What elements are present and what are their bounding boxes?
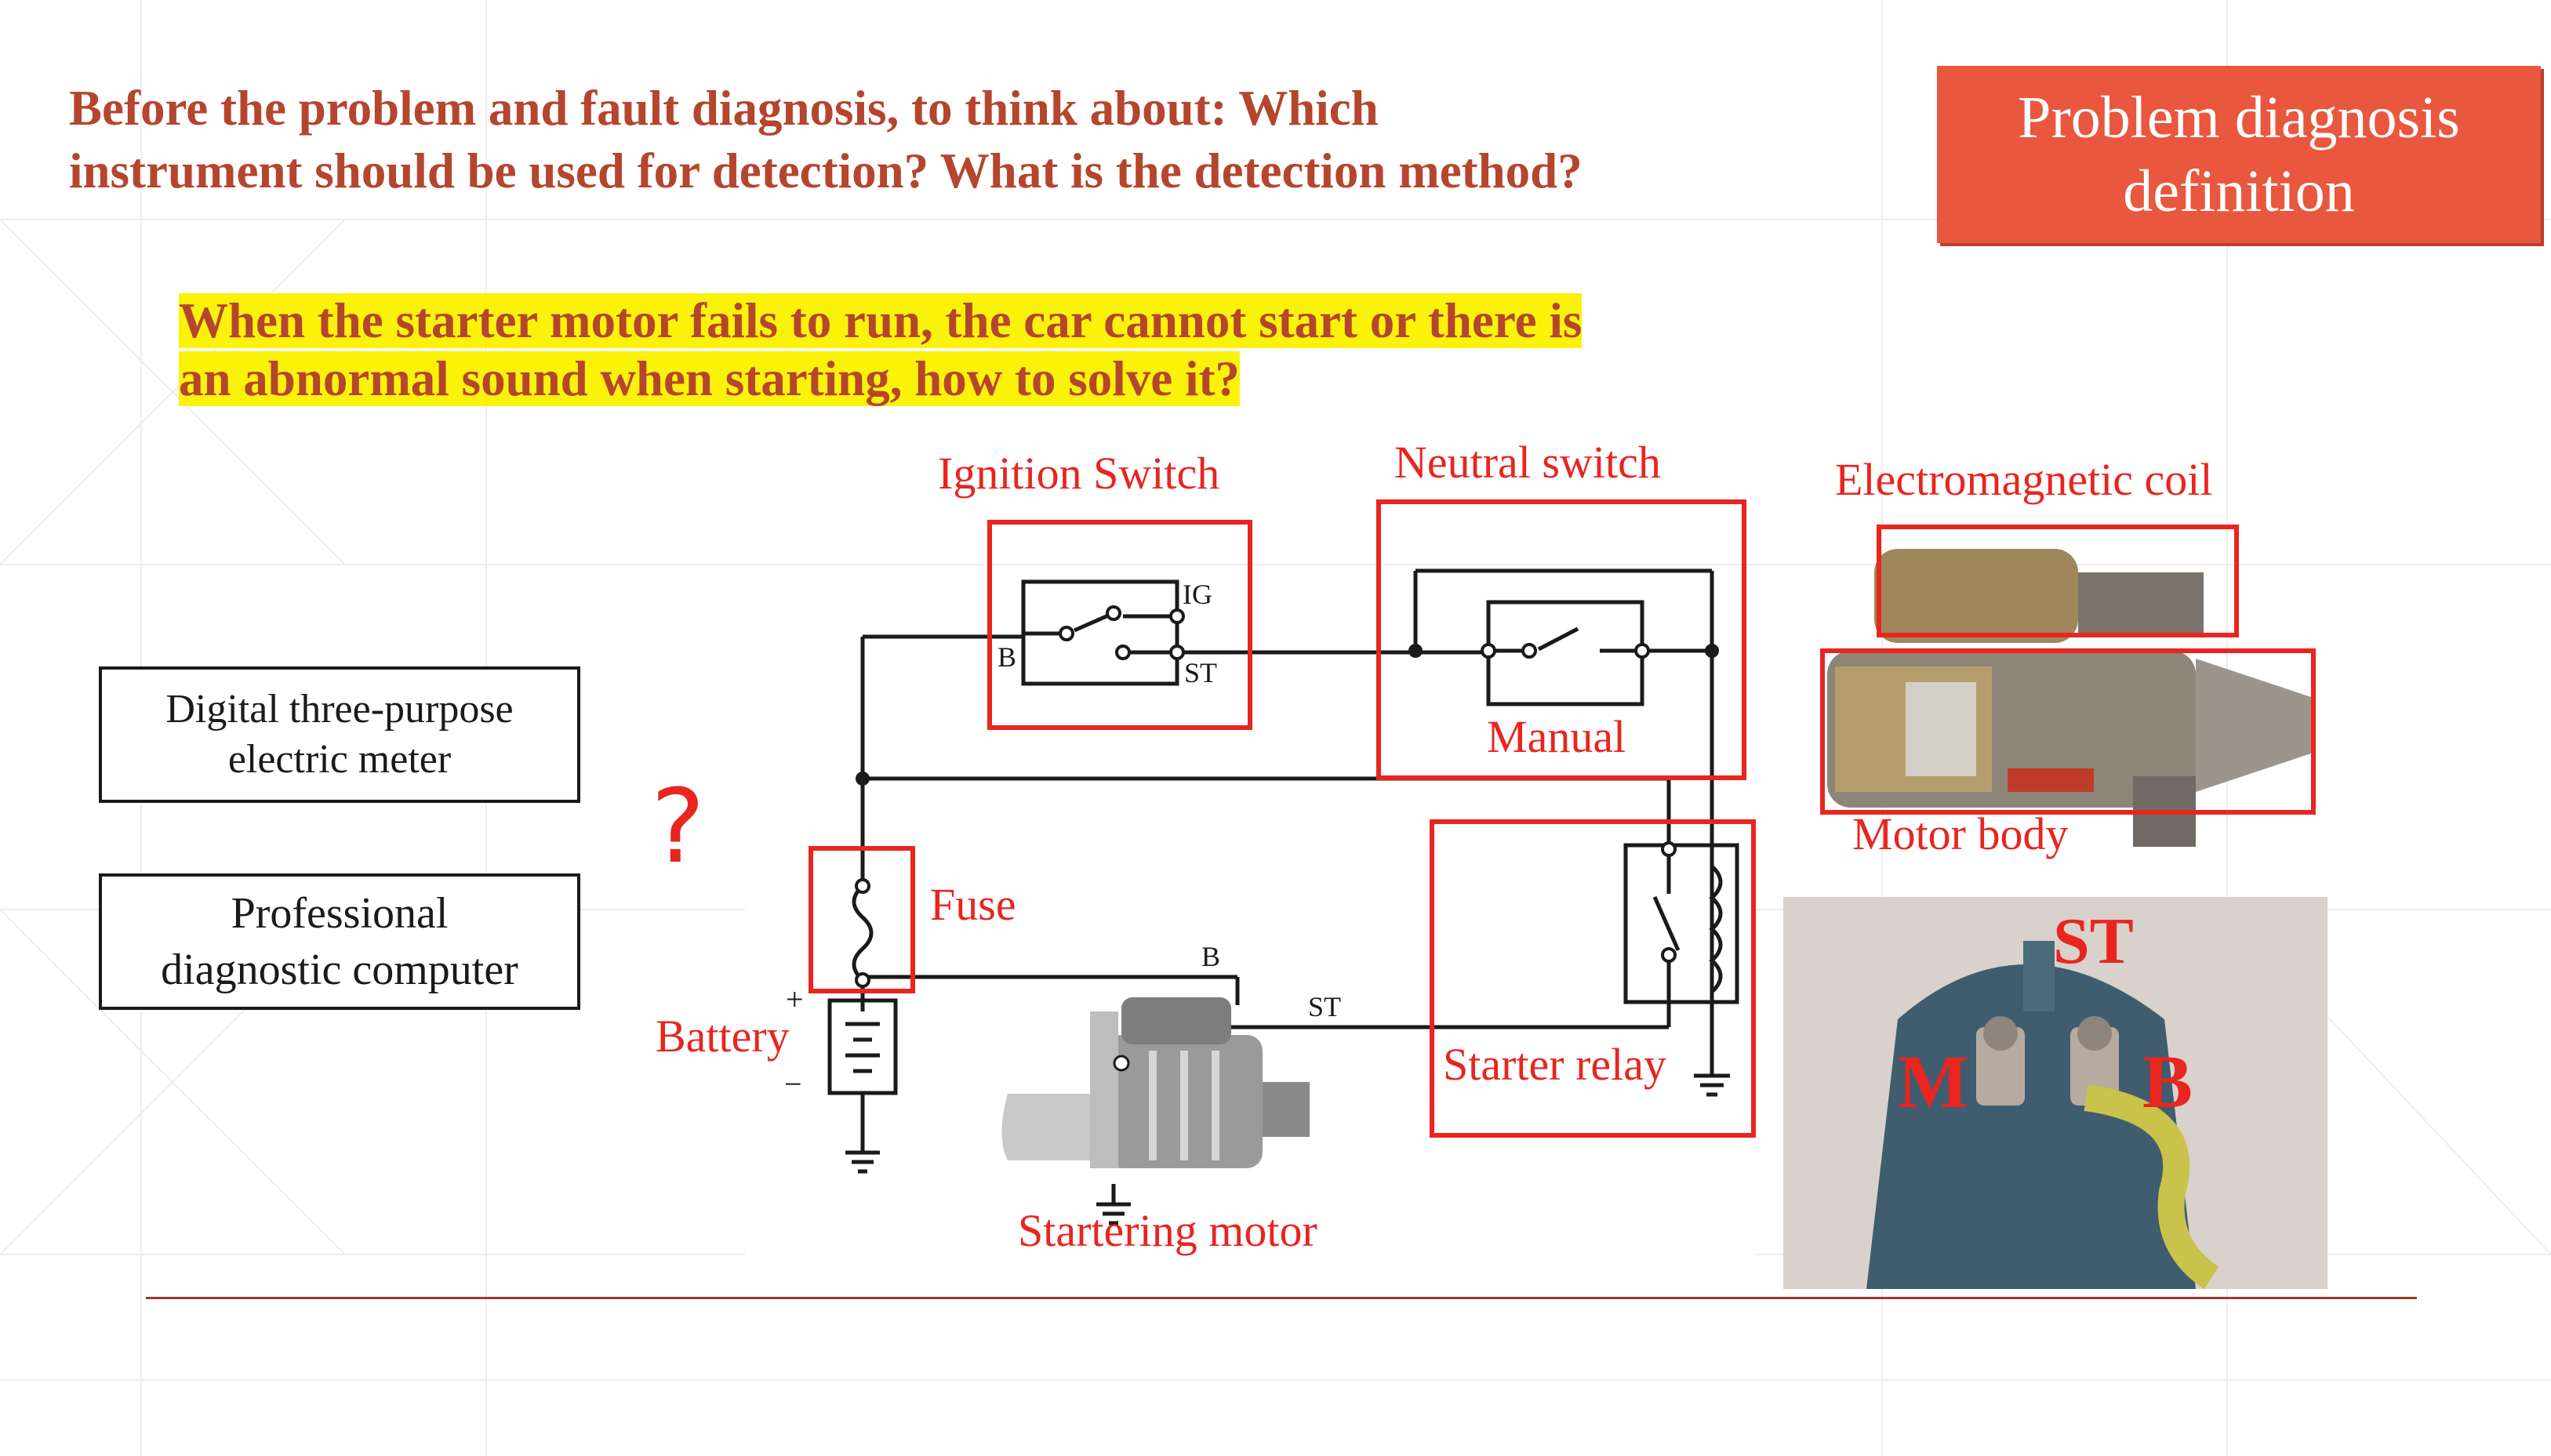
starter-relay-label: Starter relay	[1443, 1039, 1667, 1090]
photo-st-label: ST	[2053, 905, 2134, 978]
manual-label: Manual	[1487, 711, 1626, 762]
computer-tool-box: Professional diagnostic computer	[99, 873, 580, 1010]
motor-body-box	[1820, 648, 2316, 815]
electromagnetic-coil-label: Electromagnetic coil	[1835, 454, 2213, 505]
photo-b-label: B	[2142, 1040, 2193, 1124]
neutral-switch-box	[1376, 499, 1746, 780]
starter-circuit-diagram: IG B ST B ST + −	[784, 568, 1739, 1225]
bottom-divider	[146, 1297, 2417, 1299]
problem-line-2: an abnormal sound when starting, how to …	[179, 351, 1240, 406]
computer-line-2: diagnostic computer	[161, 946, 518, 994]
badge-line-2: definition	[2123, 158, 2355, 224]
starter-motor-photo	[1827, 549, 2313, 847]
fuse-box	[809, 846, 915, 993]
starter-relay-box	[1430, 819, 1756, 1138]
badge-line-1: Problem diagnosis	[2018, 85, 2460, 151]
terminal-b-motor-label: B	[1201, 941, 1220, 972]
problem-statement: When the starter motor fails to run, the…	[179, 292, 1747, 408]
problem-line-1: When the starter motor fails to run, the…	[179, 293, 1583, 348]
ignition-switch-label: Ignition Switch	[938, 448, 1220, 499]
battery-minus-label: −	[784, 1066, 802, 1102]
startering-motor-label: Startering motor	[1018, 1205, 1317, 1256]
electromagnetic-coil-box	[1877, 525, 2239, 637]
terminal-ig-label: IG	[1183, 579, 1212, 610]
terminal-st-motor-label: ST	[1308, 991, 1341, 1022]
neutral-switch-label: Neutral switch	[1394, 437, 1661, 488]
motor-body-label: Motor body	[1852, 808, 2069, 859]
meter-tool-box: Digital three-purpose electric meter	[99, 666, 580, 803]
terminal-b-switch-label: B	[998, 641, 1016, 673]
question-mark-icon: ?	[651, 767, 705, 886]
solenoid-terminal-photo: ST M B	[1783, 897, 2328, 1289]
terminal-st-switch-label: ST	[1184, 657, 1217, 688]
ignition-switch-box	[987, 520, 1252, 730]
starter-motor-illustration	[1001, 997, 1310, 1168]
battery-label: Battery	[656, 1011, 790, 1062]
fuse-label: Fuse	[930, 879, 1016, 930]
section-badge: Problem diagnosis definition	[1937, 66, 2541, 243]
section-badge-label: Problem diagnosis definition	[1957, 81, 2521, 228]
battery-plus-label: +	[786, 982, 804, 1017]
meter-line-2: electric meter	[227, 737, 452, 782]
starter-relay-symbol	[1623, 843, 1739, 1004]
diagnosis-question: Before the problem and fault diagnosis, …	[69, 81, 1583, 198]
photo-m-label: M	[1898, 1040, 1969, 1124]
computer-line-1: Professional	[231, 889, 449, 938]
meter-line-1: Digital three-purpose	[165, 687, 514, 732]
